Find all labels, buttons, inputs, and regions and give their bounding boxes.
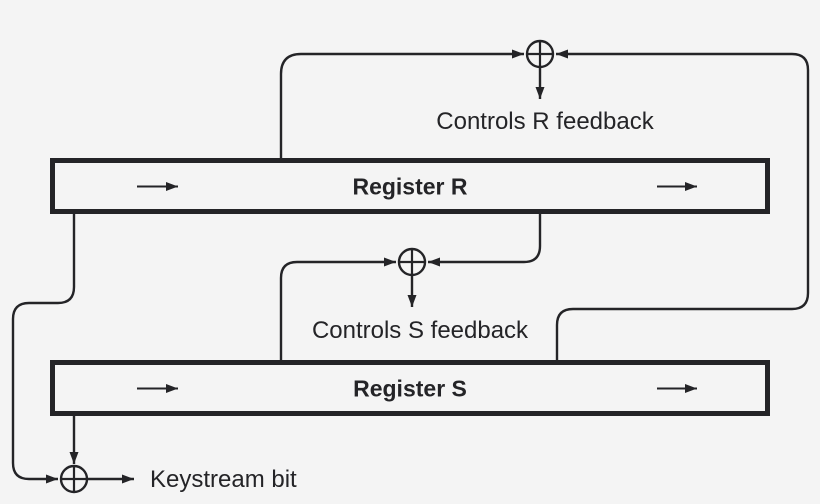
wire-s-tap-to-xor-s: [279, 257, 396, 360]
wire-r-tap-to-xor-s: [428, 214, 542, 267]
xor-r-feedback-icon: [525, 39, 555, 69]
register-r-label: Register R: [352, 174, 467, 200]
register-s-label: Register S: [353, 376, 467, 402]
xor-keystream-icon: [59, 464, 89, 494]
xor-s-feedback-icon: [397, 247, 427, 277]
wire-r-tap-to-xor-r: [279, 49, 524, 158]
controls-s-feedback-label: Controls S feedback: [312, 317, 529, 344]
wire-r-tap-to-xor-keystream: [11, 214, 76, 484]
wire-s-tap-to-xor-r: [555, 49, 810, 360]
keystream-bit-label: Keystream bit: [150, 466, 297, 493]
controls-r-feedback-label: Controls R feedback: [436, 108, 654, 135]
